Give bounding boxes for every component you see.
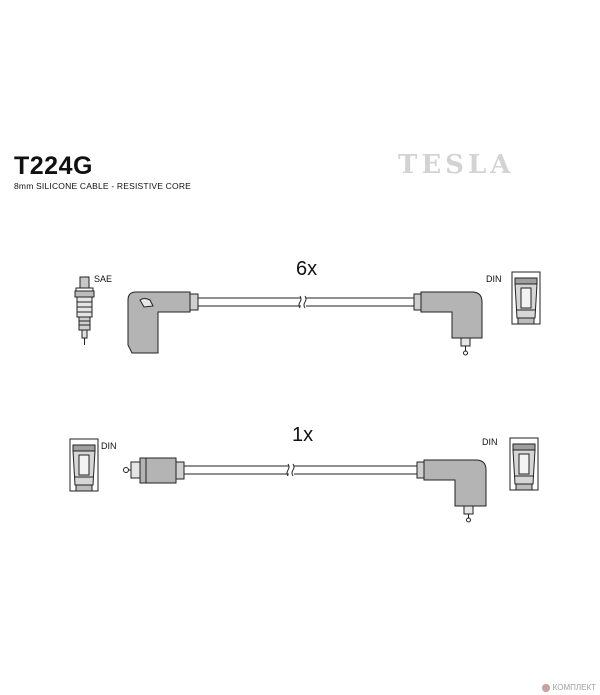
watermark-logo-icon: [541, 683, 550, 692]
angled-boot-right-set-2: [416, 459, 487, 523]
quantity-label-set-1: 6x: [296, 258, 318, 280]
din-terminal-icon-set-1: [511, 271, 541, 325]
connector-label-set-2-right: DIN: [482, 437, 498, 447]
part-number: T224G: [14, 152, 93, 180]
watermark: КОМПЛЕКТ: [541, 683, 596, 692]
cable-description: 8mm SILICONE CABLE - RESISTIVE CORE: [14, 181, 192, 191]
spark-plug-icon: [74, 276, 95, 345]
din-terminal-icon-set-2-left: [69, 438, 99, 492]
connector-label-set-1-right: DIN: [486, 274, 502, 284]
cable-set-2: [184, 463, 417, 477]
cable-set-1: [198, 295, 414, 309]
brand-logo: TESLA: [398, 150, 515, 180]
din-terminal-icon-set-2-right: [509, 437, 539, 491]
watermark-text: КОМПЛЕКТ: [552, 683, 596, 692]
quantity-label-set-2: 1x: [292, 424, 314, 446]
angled-boot-left-set-1: [127, 291, 199, 354]
connector-label-set-2-left: DIN: [101, 441, 117, 451]
connector-label-set-1-left: SAE: [94, 274, 113, 284]
angled-boot-right-set-1: [413, 291, 483, 356]
straight-boot-set-2: [123, 457, 185, 484]
